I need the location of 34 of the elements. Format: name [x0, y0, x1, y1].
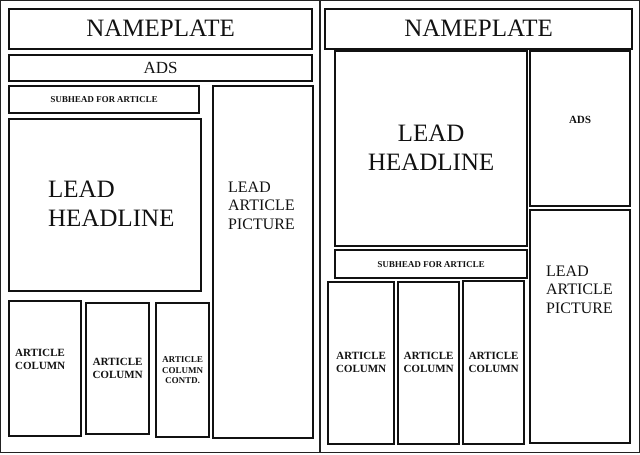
block-label: LEAD ARTICLE PICTURE: [546, 263, 614, 318]
block-label: NAMEPLATE: [86, 14, 235, 44]
layout-block: [334, 249, 528, 279]
block-label: SUBHEAD FOR ARTICLE: [377, 258, 485, 270]
layout-block: [8, 118, 202, 292]
block-label: NAMEPLATE: [404, 14, 553, 44]
layout-block: [529, 50, 631, 207]
block-label: ARTICLE COLUMN: [91, 356, 144, 382]
layout-block: [85, 302, 150, 435]
page-frame: [0, 0, 320, 453]
layout-block: [397, 281, 460, 445]
block-label: SUBHEAD FOR ARTICLE: [50, 94, 158, 105]
block-label: ARTICLE COLUMN: [334, 350, 388, 376]
block-label: ADS: [143, 58, 178, 78]
block-label: ARTICLE COLUMN: [402, 350, 455, 376]
layout-block: [334, 50, 528, 247]
layout-block: [212, 85, 314, 439]
layout-block: [8, 8, 313, 50]
layout-block: [529, 209, 631, 444]
layout-block: [8, 300, 82, 437]
block-label: ARTICLE COLUMN: [15, 346, 66, 372]
layout-block: [462, 280, 525, 445]
block-label: LEAD ARTICLE PICTURE: [228, 179, 296, 234]
layout-block: [8, 54, 313, 82]
page-frame: [320, 0, 640, 453]
block-label: ARTICLE COLUMN CONTD.: [161, 354, 204, 386]
block-label: ADS: [568, 114, 591, 127]
layout-block: [155, 302, 210, 438]
layout-block: [8, 85, 200, 114]
block-label: ARTICLE COLUMN: [467, 350, 520, 376]
layout-block: [327, 281, 395, 445]
block-label: LEAD HEADLINE: [366, 120, 496, 178]
block-label: LEAD HEADLINE: [48, 176, 176, 234]
layout-block: [324, 8, 633, 50]
